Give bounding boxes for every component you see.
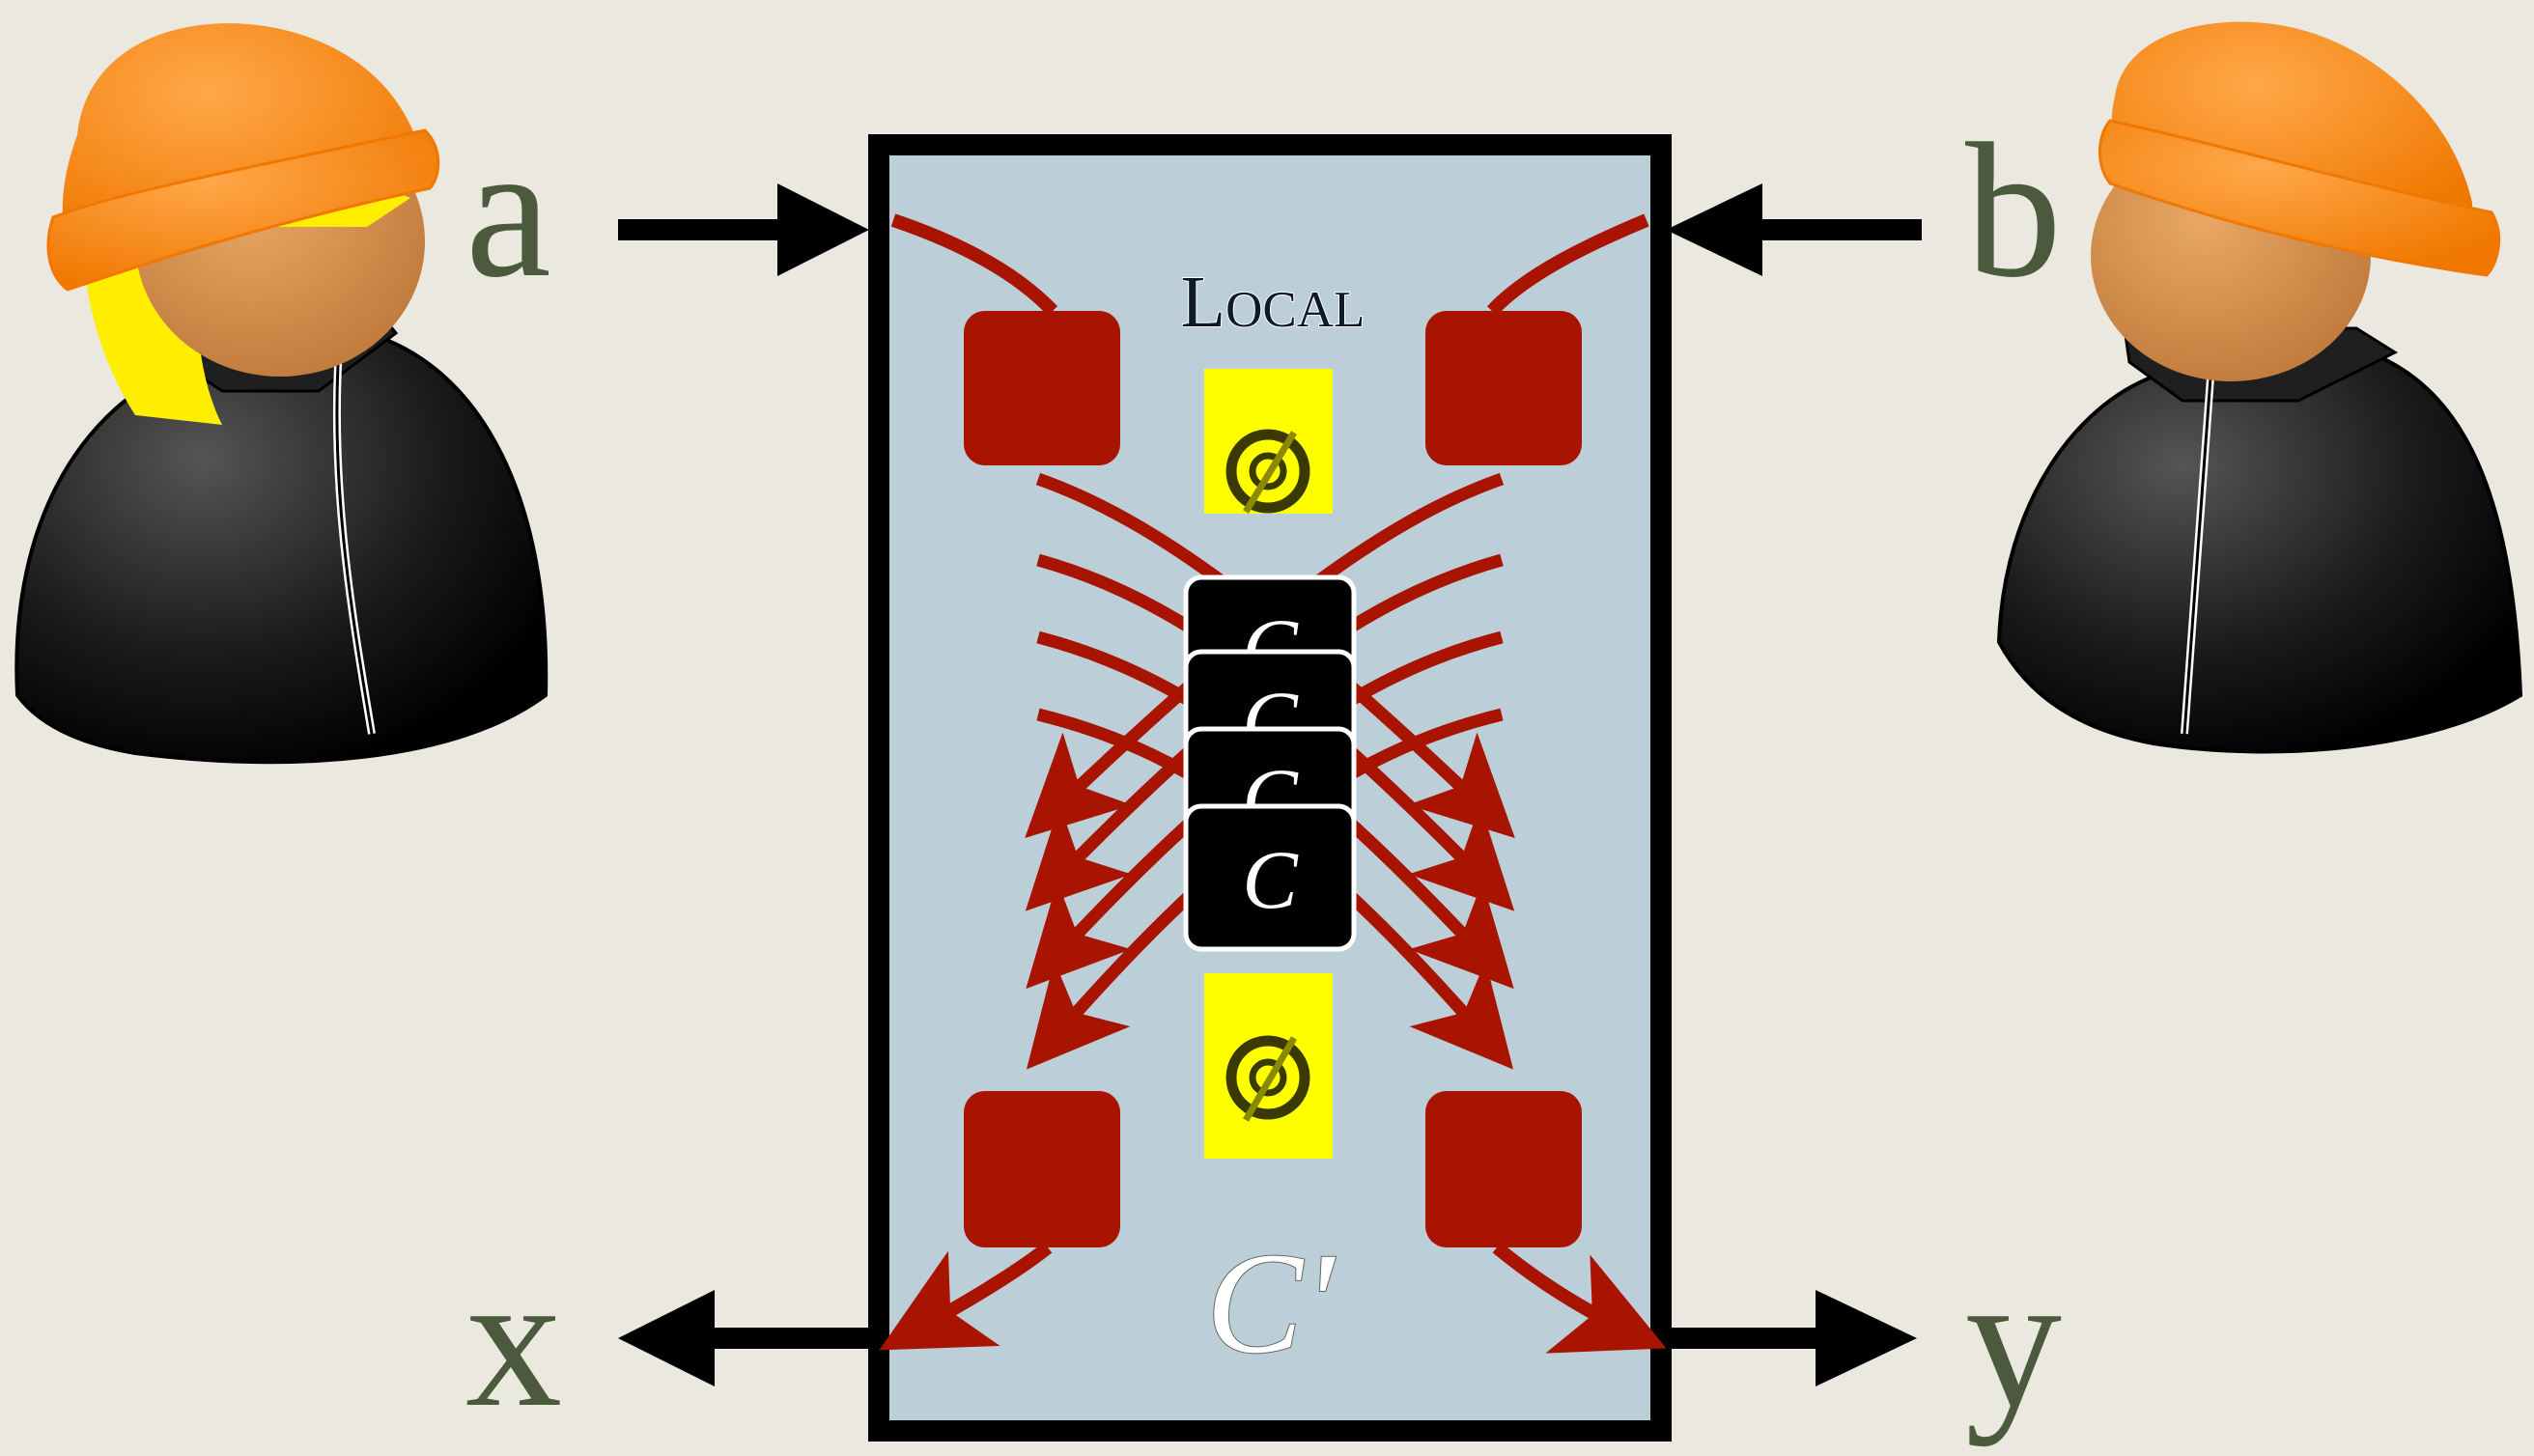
- node-top-right: [1425, 311, 1582, 465]
- yellow-card-bottom: [1204, 973, 1333, 1159]
- output-x-arrow: [618, 1290, 874, 1386]
- node-bottom-right: [1425, 1091, 1582, 1247]
- output-x-label: x: [465, 1234, 562, 1447]
- person-with-hat-icon: [1999, 22, 2520, 752]
- box-title: Local: [1181, 262, 1366, 343]
- input-b-arrow: [1666, 183, 1922, 276]
- box-name-label: C': [1206, 1223, 1337, 1384]
- input-a-label: a: [465, 104, 551, 318]
- node-bottom-left: [964, 1091, 1120, 1247]
- output-y-label: y: [1965, 1234, 2062, 1447]
- output-y-arrow: [1661, 1290, 1917, 1386]
- channel-tile-4-label: C: [1242, 833, 1299, 926]
- input-b-label: b: [1965, 104, 2062, 318]
- yellow-card-top: [1204, 369, 1333, 514]
- person-right: [1999, 22, 2520, 752]
- node-top-left: [964, 311, 1120, 465]
- input-a-arrow: [618, 183, 869, 276]
- channel-stack: C C C C: [1186, 577, 1354, 949]
- channel-tile-4: C: [1186, 806, 1354, 949]
